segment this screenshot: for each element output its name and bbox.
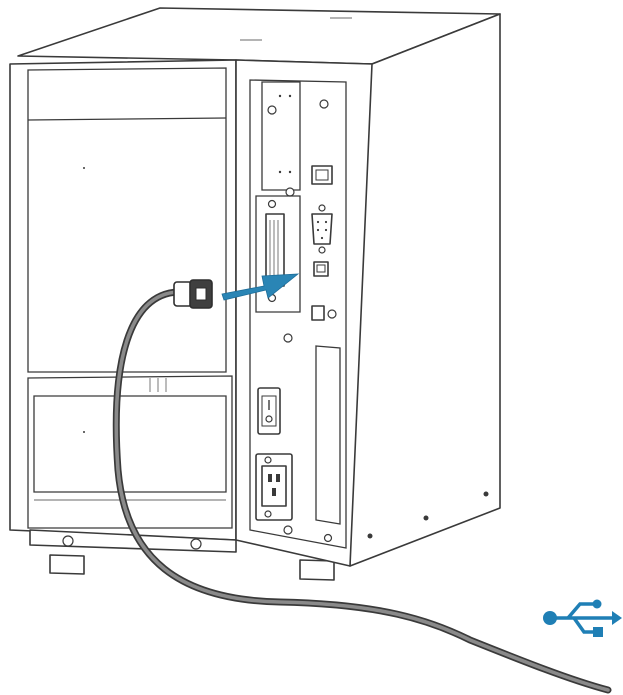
rear-panel xyxy=(235,59,373,567)
insert-arrow-icon xyxy=(221,273,300,301)
power-socket-icon xyxy=(255,453,293,521)
usb-icon xyxy=(543,599,622,637)
power-switch-icon xyxy=(257,387,281,435)
ethernet-port-icon xyxy=(311,165,333,185)
printer-housing xyxy=(9,7,501,581)
usb-cable xyxy=(112,288,612,694)
usb-plug xyxy=(173,279,213,309)
printer-right-side xyxy=(349,13,501,567)
serial-port-icon xyxy=(311,204,333,254)
usb-port-icon xyxy=(313,261,329,277)
parallel-port-icon xyxy=(255,195,301,313)
